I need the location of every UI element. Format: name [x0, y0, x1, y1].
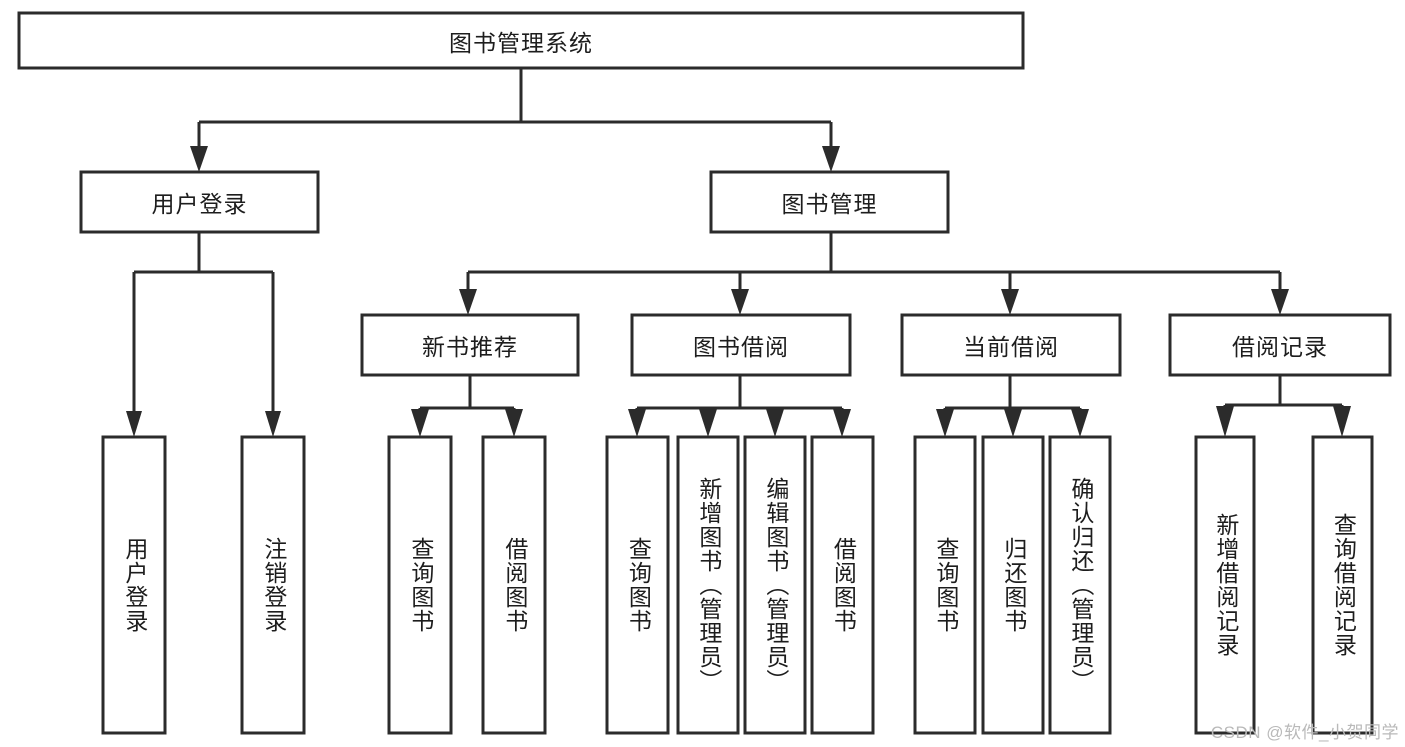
arrowhead-current-borrow [1001, 289, 1019, 315]
arrowhead-br-add-record [1216, 406, 1234, 437]
arrowhead-cb-return-book [1004, 409, 1022, 437]
leaf-bb-edit-book-box[interactable] [743, 435, 807, 735]
arrowhead-new-book-recommend [459, 289, 477, 315]
node-book-borrow-box[interactable] [630, 313, 852, 377]
arrowhead-nbr-query-book [411, 409, 429, 437]
node-root-box[interactable] [17, 11, 1025, 70]
leaf-br-query-record-box[interactable] [1311, 435, 1374, 735]
arrowhead-bb-query-book [628, 409, 646, 437]
leaf-cb-return-book-box[interactable] [981, 435, 1045, 735]
leaf-nbr-query-book-box[interactable] [387, 435, 453, 735]
arrowhead-borrow-record [1271, 289, 1289, 315]
arrowhead-cb-confirm-return [1071, 409, 1089, 437]
arrowhead-bb-edit-book [766, 409, 784, 437]
node-book-management-box[interactable] [709, 170, 950, 234]
leaf-logout-box[interactable] [240, 435, 306, 735]
arrowhead-bb-add-book [699, 409, 717, 437]
arrowhead-cb-query-book [936, 409, 954, 437]
node-user-login-box[interactable] [79, 170, 320, 234]
node-borrow-record-box[interactable] [1168, 313, 1392, 377]
leaf-user-login-box[interactable] [101, 435, 167, 735]
leaf-bb-query-book-box[interactable] [605, 435, 670, 735]
leaf-br-add-record-box[interactable] [1194, 435, 1256, 735]
arrowhead-leaf-logout [265, 411, 281, 437]
node-new-book-recommend-box[interactable] [360, 313, 580, 377]
leaf-nbr-borrow-book-box[interactable] [481, 435, 547, 735]
leaf-cb-query-book-box[interactable] [913, 435, 977, 735]
leaf-bb-borrow-book-box[interactable] [810, 435, 875, 735]
arrowhead-nbr-borrow-book [505, 409, 523, 437]
arrowhead-book-management [822, 146, 840, 172]
arrowhead-bb-borrow-book [833, 409, 851, 437]
leaf-cb-confirm-return-box[interactable] [1048, 435, 1112, 735]
arrowhead-user-login [190, 146, 208, 172]
node-current-borrow-box[interactable] [900, 313, 1122, 377]
arrowhead-leaf-user-login [126, 411, 142, 437]
leaf-bb-add-book-box[interactable] [676, 435, 740, 735]
arrowhead-br-query-record [1333, 406, 1351, 437]
arrowhead-book-borrow [731, 289, 749, 315]
